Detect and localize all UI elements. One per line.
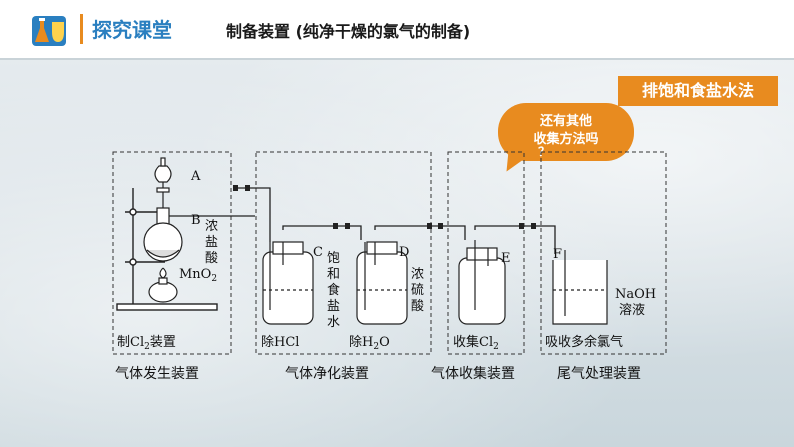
caption-remove-h2o: 除H2O	[349, 335, 390, 352]
reagent-saturated-brine: 饱 和 食 盐 水	[327, 251, 340, 330]
reagent-naoh: NaOH 溶液	[615, 287, 656, 318]
svg-text:盐: 盐	[205, 235, 218, 250]
reagent-conc-h2so4: 浓 硫 酸	[411, 267, 424, 314]
label-a: A	[190, 169, 201, 184]
label-b: B	[191, 213, 201, 228]
label-c: C	[313, 245, 323, 260]
label-d: D	[399, 245, 409, 260]
caption-absorb: 吸收多余氯气	[545, 334, 623, 350]
iron-stand	[116, 188, 218, 311]
reagent-mno2: MnO2	[179, 267, 217, 284]
alcohol-lamp	[148, 267, 178, 303]
svg-text:酸: 酸	[411, 299, 424, 314]
group-collection: 气体收集装置	[431, 365, 515, 382]
bubble-line-2: 收集方法吗	[533, 132, 599, 147]
separatory-funnel	[154, 157, 172, 220]
collection-box	[447, 151, 525, 355]
collection-bottle-e	[458, 240, 506, 325]
section-label: 探究课堂	[92, 18, 172, 42]
group-tail: 尾气处理装置	[557, 366, 641, 382]
method-badge: 排饱和食盐水法	[618, 76, 778, 106]
group-generation: 气体发生装置	[115, 366, 199, 382]
tail-box	[540, 151, 667, 355]
caption-remove-hcl: 除HCl	[261, 335, 299, 350]
svg-text:溶液: 溶液	[619, 303, 645, 318]
svg-text:和: 和	[327, 267, 340, 282]
header-separator	[80, 14, 83, 44]
group-purification: 气体净化装置	[285, 366, 369, 382]
svg-text:饱: 饱	[327, 251, 340, 266]
page-title: 制备装置 (纯净干燥的氯气的制备)	[226, 22, 471, 41]
generation-box	[112, 151, 232, 355]
svg-text:浓: 浓	[205, 219, 218, 234]
wash-bottle-c	[262, 241, 314, 325]
svg-text:水: 水	[327, 315, 340, 330]
round-flask	[143, 207, 255, 262]
bubble-line-1: 还有其他	[539, 114, 592, 129]
svg-text:食: 食	[327, 282, 340, 298]
svg-text:盐: 盐	[327, 299, 340, 314]
svg-text:硫: 硫	[411, 283, 424, 298]
beaker-f	[552, 250, 608, 325]
apparatus-diagram: A B C D E F 浓 盐 酸 MnO2 饱 和 食 盐 水 浓 硫 酸 N…	[112, 151, 667, 382]
reagent-conc-hcl: 浓 盐 酸	[205, 219, 218, 266]
svg-text:浓: 浓	[411, 267, 424, 282]
svg-text:NaOH: NaOH	[615, 287, 656, 302]
label-e: E	[501, 251, 511, 266]
flask-logo-icon	[32, 16, 66, 46]
caption-collect: 收集Cl2	[453, 334, 499, 352]
svg-text:酸: 酸	[205, 251, 218, 266]
header-bar: 探究课堂 制备装置 (纯净干燥的氯气的制备)	[0, 0, 794, 60]
caption-generation: 制Cl2装置	[117, 335, 176, 352]
tube-connectors	[233, 185, 536, 229]
wash-bottle-d	[356, 241, 408, 325]
label-f: F	[553, 247, 562, 262]
purification-box	[255, 151, 432, 355]
